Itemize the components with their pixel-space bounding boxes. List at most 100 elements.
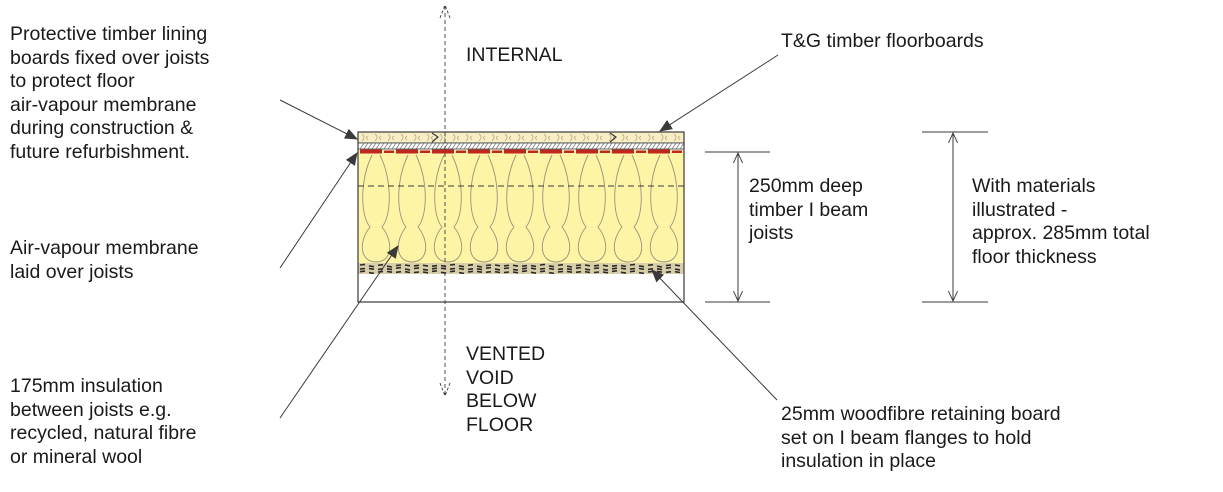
hatch-line — [463, 142, 469, 150]
hatch-line — [523, 142, 529, 150]
fibre-mark — [521, 267, 528, 270]
grain-mark — [509, 135, 512, 141]
grain-mark — [478, 133, 482, 142]
fibre-mark — [458, 267, 465, 271]
membrane-segment — [432, 149, 454, 154]
fibre-mark — [638, 265, 645, 268]
hatch-line — [623, 142, 629, 150]
membrane-segment — [576, 149, 598, 154]
fibre-mark — [368, 265, 375, 268]
fibre-mark — [629, 267, 636, 270]
insulation-batt — [649, 155, 679, 263]
vertical-dashed-arrow-icon — [439, 3, 451, 398]
hatch-line — [487, 142, 493, 150]
fibre-mark — [422, 271, 429, 274]
grain-mark — [405, 135, 408, 141]
label-timber-lining-line: future refurbishment. — [10, 140, 190, 163]
membrane-segment — [612, 149, 634, 154]
hatch-line — [383, 142, 389, 150]
label-insulation-line: between joists e.g. — [10, 398, 172, 421]
fibre-mark — [467, 270, 474, 273]
vented-void — [358, 274, 684, 302]
fibre-mark — [665, 266, 672, 269]
fibre-mark — [494, 270, 501, 274]
fibre-mark — [395, 264, 402, 267]
hatch-line — [659, 142, 665, 150]
grain-mark — [621, 133, 625, 142]
fibre-mark — [566, 268, 573, 271]
grain-mark — [569, 133, 573, 142]
fibre-mark — [467, 268, 474, 271]
label-total-thickness-line: approx. 285mm total — [972, 222, 1150, 244]
fibre-mark — [629, 270, 636, 273]
hatch-line — [635, 142, 641, 150]
insulation-batt — [613, 155, 643, 263]
fibre-mark — [629, 263, 636, 266]
fibre-mark — [359, 267, 366, 270]
fibre-mark — [548, 271, 555, 275]
grain-mark — [439, 133, 443, 142]
fibre-mark — [467, 263, 474, 267]
hatch-line — [475, 142, 481, 150]
membrane-segment — [636, 150, 646, 153]
hatch-line — [503, 142, 509, 150]
hatch-line — [675, 142, 681, 150]
fibre-mark — [503, 264, 510, 267]
hatch-line — [531, 142, 537, 150]
hatch-line — [359, 142, 365, 150]
fibre-mark — [539, 267, 546, 270]
label-vented-void-line: VENTED — [466, 343, 546, 365]
hatch-line — [655, 142, 661, 150]
fibre-mark — [431, 270, 438, 273]
grain-mark — [660, 133, 664, 142]
grain-mark — [444, 135, 447, 141]
fibre-mark — [593, 271, 600, 274]
fibre-mark — [395, 266, 402, 269]
fibre-mark — [368, 271, 375, 275]
hatch-line — [511, 142, 517, 150]
fibre-mark — [530, 271, 537, 274]
label-total-thickness-line: illustrated - — [972, 198, 1068, 221]
fibre-mark — [512, 268, 519, 271]
hatch-line — [439, 142, 445, 150]
label-joist-depth-line: 250mm deep — [749, 175, 863, 197]
grain-mark — [374, 133, 378, 142]
fibre-mark — [674, 264, 681, 267]
membrane-segment — [396, 149, 418, 154]
label-total-thickness: With materials illustrated - approx. 285… — [972, 175, 1150, 269]
hatch-line — [423, 142, 429, 150]
fibre-mark — [431, 267, 438, 270]
fibre-mark — [476, 265, 483, 268]
hatch-line — [555, 142, 561, 150]
hatch-line — [491, 142, 497, 150]
grain-mark — [556, 133, 560, 142]
fibre-mark — [485, 266, 492, 269]
fibre-mark — [656, 268, 663, 271]
fibre-mark — [386, 265, 393, 268]
grain-mark — [626, 135, 629, 141]
hatch-line — [375, 142, 381, 150]
fibre-mark — [359, 270, 366, 273]
label-timber-lining-line: during construction & — [10, 117, 194, 139]
label-insulation: 175mm insulation between joists e.g. rec… — [10, 375, 196, 469]
grain-mark — [522, 135, 525, 141]
label-woodfibre-board-line: insulation in place — [781, 450, 937, 472]
fibre-mark — [638, 271, 645, 275]
hatch-line — [595, 142, 601, 150]
membrane-segment — [540, 149, 562, 154]
hatch-line — [599, 142, 605, 150]
grain-mark — [379, 135, 382, 141]
fibre-mark — [584, 268, 591, 271]
label-insulation-line: 175mm insulation — [10, 375, 163, 397]
grain-mark — [483, 135, 486, 141]
fibre-mark — [386, 268, 393, 271]
fibre-mark — [521, 270, 528, 273]
label-floorboards: T&G timber floorboards — [781, 30, 984, 54]
grain-mark — [504, 133, 508, 142]
label-membrane-line: laid over joists — [10, 260, 134, 283]
grain-mark — [400, 133, 404, 142]
grain-mark — [426, 133, 430, 142]
hatch-line — [451, 142, 457, 150]
grain-mark — [387, 133, 391, 142]
